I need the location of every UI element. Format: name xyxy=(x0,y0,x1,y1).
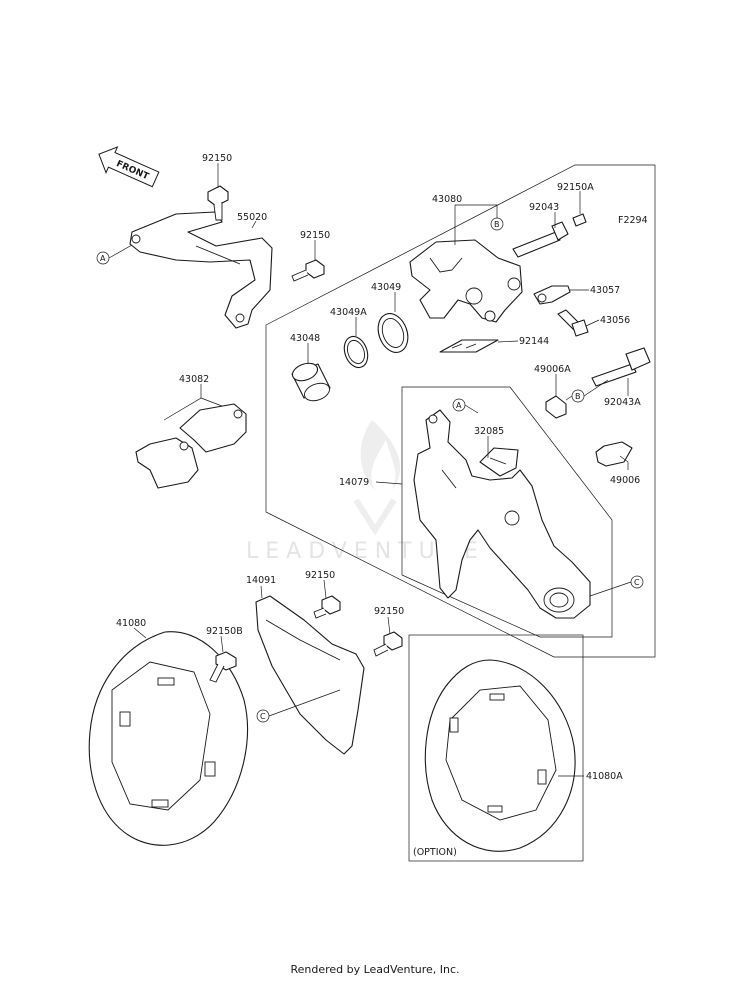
plug-92150a xyxy=(572,213,587,227)
label-41080a: 41080A xyxy=(586,771,623,782)
label-92043a: 92043A xyxy=(604,397,641,408)
label-14091: 14091 xyxy=(246,575,276,586)
label-43057: 43057 xyxy=(590,285,620,296)
part-labels: 92150 55020 92150 43080 92150A 92043 430… xyxy=(116,153,641,782)
bolt-92150-guard-lower xyxy=(373,631,403,657)
label-43056: 43056 xyxy=(600,315,630,326)
spring-92144 xyxy=(439,339,499,353)
option-label: (OPTION) xyxy=(413,847,457,858)
label-41080: 41080 xyxy=(116,618,146,629)
seal-43049a xyxy=(343,335,369,369)
ref-marker-b-mid: B xyxy=(571,389,585,403)
bolt-92043a xyxy=(591,347,651,387)
label-43049: 43049 xyxy=(371,282,401,293)
ref-marker-c-right: C xyxy=(630,575,644,589)
front-arrow-icon: FRONT xyxy=(98,146,160,188)
bolt-92150b xyxy=(209,651,237,683)
label-32085: 32085 xyxy=(474,426,504,437)
label-92150-guard-lower: 92150 xyxy=(374,606,404,617)
svg-text:B: B xyxy=(494,220,500,229)
label-92150-top: 92150 xyxy=(202,153,232,164)
banjo-43057 xyxy=(533,285,571,305)
pad-spring-32085 xyxy=(479,447,519,477)
footer-credit: Rendered by LeadVenture, Inc. xyxy=(290,963,460,976)
bolt-92150-mid xyxy=(291,259,325,282)
ref-marker-b-top: B xyxy=(490,217,504,231)
bolt-92150-top xyxy=(207,185,229,221)
brake-disc-41080 xyxy=(88,631,249,846)
label-49006: 49006 xyxy=(610,475,640,486)
label-43048: 43048 xyxy=(290,333,320,344)
label-92150-guard-upper: 92150 xyxy=(305,570,335,581)
bolt-92150-guard-upper xyxy=(313,595,341,619)
label-55020: 55020 xyxy=(237,212,267,223)
caliper-body xyxy=(409,239,523,323)
caliper-assembly-outline xyxy=(265,164,656,658)
bracket-box-outline xyxy=(401,386,613,638)
pin-92043 xyxy=(512,221,569,258)
svg-text:C: C xyxy=(260,712,266,721)
ref-marker-a-mid: A xyxy=(452,398,466,412)
brake-disc-41080a xyxy=(424,659,576,852)
ref-marker-a-left: A xyxy=(96,251,110,265)
label-43049a: 43049A xyxy=(330,307,367,318)
ref-marker-c-left: C xyxy=(256,709,270,723)
label-92144: 92144 xyxy=(519,336,549,347)
label-14079: 14079 xyxy=(339,477,369,488)
svg-text:B: B xyxy=(575,392,581,401)
label-43080: 43080 xyxy=(432,194,462,205)
seal-43049 xyxy=(377,313,409,353)
boot-49006 xyxy=(595,441,633,467)
label-49006a: 49006A xyxy=(534,364,571,375)
caliper-bracket-14079 xyxy=(413,409,591,619)
label-43082: 43082 xyxy=(179,374,209,385)
leader-lines xyxy=(108,163,632,777)
label-92150-mid: 92150 xyxy=(300,230,330,241)
piston-43048 xyxy=(291,362,331,402)
figure-code: F2294 xyxy=(618,215,648,226)
boot-49006a xyxy=(545,395,567,419)
label-92150a: 92150A xyxy=(557,182,594,193)
label-92150b: 92150B xyxy=(206,626,243,637)
label-92043: 92043 xyxy=(529,202,559,213)
disc-guard-14091 xyxy=(255,595,365,755)
brake-pads-43082 xyxy=(135,403,247,489)
option-box-outline xyxy=(408,634,584,862)
caliper-mount-bracket xyxy=(129,211,273,329)
svg-text:A: A xyxy=(456,401,462,410)
svg-text:C: C xyxy=(634,578,640,587)
bleeder-43056 xyxy=(557,309,589,337)
svg-text:A: A xyxy=(100,254,106,263)
